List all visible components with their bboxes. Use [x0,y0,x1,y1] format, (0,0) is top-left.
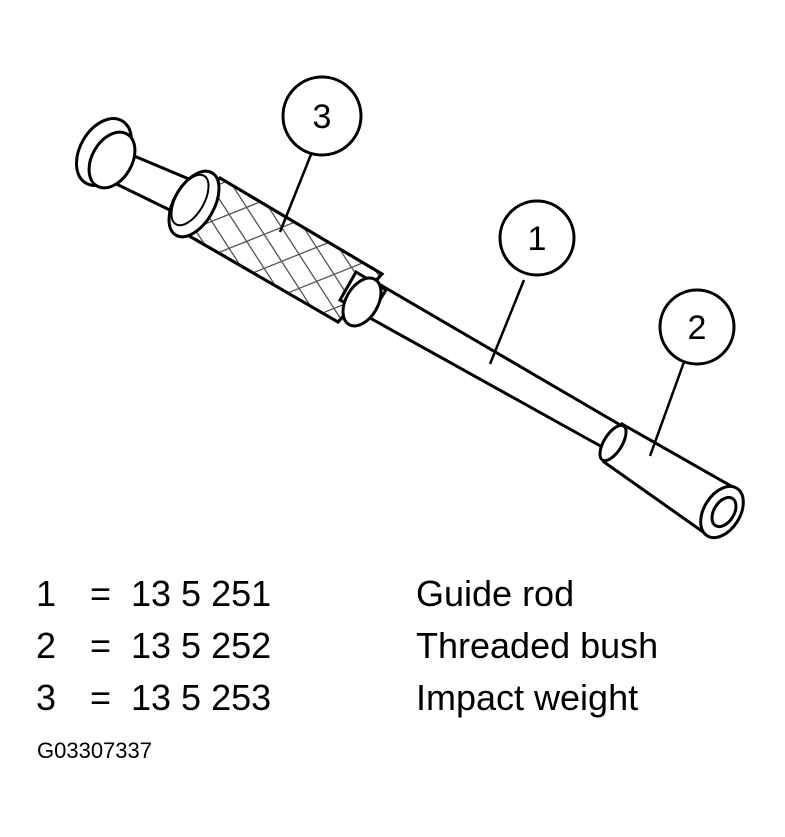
legend-part-number: 13 5 251 [131,573,272,614]
handle-knob [75,117,137,190]
callout-3-label: 3 [313,98,332,136]
callout-1-label: 1 [528,220,547,258]
legend-item-number: 3 [36,677,57,718]
legend-part-number: 13 5 253 [131,677,272,718]
guide-rod [349,278,625,450]
legend-description: Impact weight [416,677,639,718]
legend-row: 1 = 13 5 251 Guide rod [36,572,756,624]
legend-item-number: 1 [36,573,57,614]
leader-lines [278,151,686,457]
legend-equals: = [90,677,112,718]
callout-2-label: 2 [688,309,707,347]
threaded-bush [598,421,745,540]
legend-row: 2 = 13 5 252 Threaded bush [36,624,756,676]
leader-line-2 [648,361,686,457]
legend-description: Guide rod [416,573,575,614]
parts-legend: 1 = 13 5 251 Guide rod 2 = 13 5 252 Thre… [36,572,756,728]
tool-illustration: 3 1 2 [75,75,745,540]
legend-item-number: 2 [36,625,57,666]
legend-equals: = [90,625,112,666]
legend-description: Threaded bush [416,625,659,666]
legend-part-number: 13 5 252 [131,625,272,666]
legend-row: 3 = 13 5 253 Impact weight [36,676,756,728]
figure-id: G03307337 [37,738,152,763]
leader-line-1 [488,279,526,365]
callout-1: 1 [498,199,576,277]
callout-3: 3 [281,75,363,157]
leader-line-3 [278,151,314,233]
legend-equals: = [90,573,112,614]
callout-2: 2 [658,288,736,366]
